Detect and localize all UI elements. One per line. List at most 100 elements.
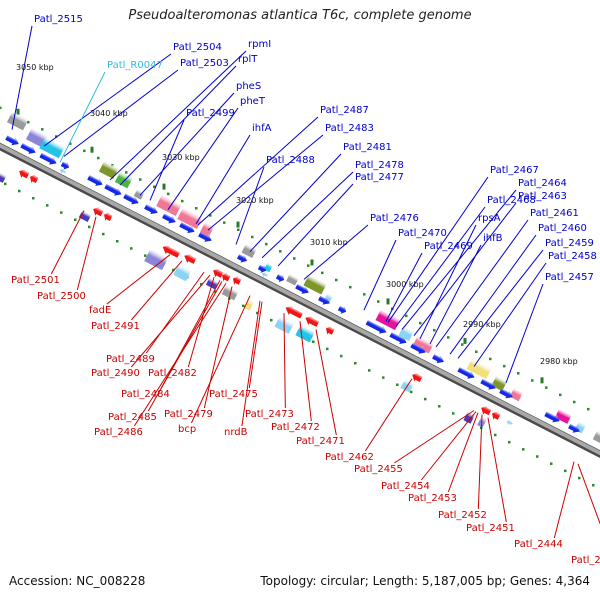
scale-tick-label: 3020 kbp (236, 196, 274, 205)
gene-block-shape (0, 170, 7, 183)
reverse-gene-label: bcp (178, 424, 196, 435)
forward-label-leader (303, 224, 369, 280)
gene-arrow-shape (93, 206, 104, 217)
scale-dot (321, 271, 324, 275)
genome-backbone (0, 143, 600, 456)
reverse-gene-arrow (93, 206, 104, 217)
gene-block-shape (144, 248, 169, 271)
reverse-label-leader (241, 300, 261, 427)
forward-label-leader (195, 134, 251, 225)
reverse-gene-label: Patl_2444 (514, 539, 563, 550)
forward-label-leader (261, 171, 354, 259)
reverse-gene-label: Patl_2479 (164, 409, 213, 420)
forward-gene-arrow (123, 193, 139, 205)
forward-gene-label: Patl_2483 (325, 123, 374, 134)
rna-gene-marker (506, 419, 513, 426)
gene-arrow-shape (457, 367, 475, 379)
forward-gene-label: Patl_2468 (487, 195, 536, 206)
scale-dot (536, 455, 539, 458)
forward-gene-arrow (389, 332, 407, 344)
scale-dot (251, 235, 254, 239)
reverse-gene-label: nrdB (224, 427, 248, 438)
scale-tick-label: 2990 kbp (463, 320, 501, 329)
reverse-gene-block (78, 210, 92, 222)
scale-dot (335, 278, 338, 282)
scale-tick-mark (90, 146, 94, 153)
scale-dot (167, 192, 170, 196)
gene-arrow-shape (285, 305, 303, 319)
forward-gene-label: Patl_2459 (545, 238, 594, 249)
gene-arrow-shape (492, 410, 501, 420)
reverse-gene-label: Patl_2471 (296, 436, 345, 447)
forward-gene-block (98, 160, 119, 179)
scale-dot (396, 383, 399, 387)
forward-gene-block (592, 430, 600, 445)
reverse-label-leader (133, 283, 227, 427)
forward-label-leader (109, 50, 247, 181)
forward-gene-block (491, 375, 508, 392)
gene-arrow-shape (162, 213, 176, 224)
gene-arrow-shape (213, 268, 224, 278)
forward-label-leader (419, 224, 477, 340)
scale-tick-mark (386, 298, 390, 305)
reverse-gene-label: fadE (89, 305, 111, 316)
forward-gene-block (39, 136, 65, 159)
reverse-gene-block (144, 248, 169, 271)
scale-dot (475, 350, 478, 354)
forward-gene-label: Patl_2477 (355, 172, 404, 183)
reverse-gene-arrow (412, 372, 423, 383)
scale-dot (522, 448, 525, 451)
scale-dot (508, 440, 511, 444)
gene-block-shape (6, 111, 29, 131)
forward-gene-block (375, 309, 401, 331)
forward-label-leader (413, 202, 517, 337)
forward-label-leader (119, 65, 237, 186)
gene-block-shape (78, 210, 92, 222)
gene-block-shape (39, 136, 65, 159)
scale-dot (139, 178, 142, 181)
forward-gene-label: Patl_2469 (424, 241, 473, 252)
rna-label-leader (59, 71, 106, 163)
scale-dot (592, 483, 595, 487)
scale-dot (172, 268, 175, 272)
gene-arrow-shape (144, 204, 158, 215)
gene-block-shape (466, 358, 492, 379)
reverse-gene-label: Patl_2475 (209, 389, 258, 400)
gene-block-shape (303, 274, 327, 295)
scale-dot (88, 225, 91, 229)
gene-arrow-shape (30, 174, 39, 184)
scale-dot (447, 336, 450, 339)
forward-gene-arrow (499, 388, 513, 399)
forward-gene-arrow (236, 254, 248, 263)
forward-gene-arrow (410, 342, 426, 354)
reverse-label-leader (50, 210, 85, 275)
forward-label-leader (207, 134, 324, 231)
gene-arrow-shape (568, 423, 580, 433)
gene-arrow-shape (365, 320, 387, 334)
gene-block-shape (133, 189, 145, 200)
reverse-label-leader (420, 411, 477, 481)
scale-dot (419, 321, 422, 325)
forward-label-leader (277, 183, 354, 267)
gene-block-shape (199, 221, 215, 237)
forward-gene-label: ihfA (252, 123, 272, 134)
forward-gene-arrow (337, 305, 347, 314)
reverse-label-leader (145, 271, 205, 354)
reverse-label-leader (106, 254, 171, 305)
scale-dot (200, 283, 203, 286)
forward-gene-block (263, 262, 273, 273)
scale-dot (531, 379, 534, 382)
scale-dot (27, 120, 30, 124)
forward-label-leader (197, 116, 319, 226)
forward-gene-label: ihfB (483, 233, 503, 244)
reverse-label-leader (394, 410, 475, 464)
scale-dot (130, 247, 133, 250)
forward-gene-arrow (198, 231, 212, 242)
forward-gene-label: Patl_2467 (490, 165, 539, 176)
reverse-gene-block (463, 411, 476, 424)
gene-block-shape (509, 387, 524, 402)
scale-dot (410, 390, 413, 394)
forward-gene-arrow (480, 378, 496, 390)
reverse-label-leader (447, 412, 479, 493)
